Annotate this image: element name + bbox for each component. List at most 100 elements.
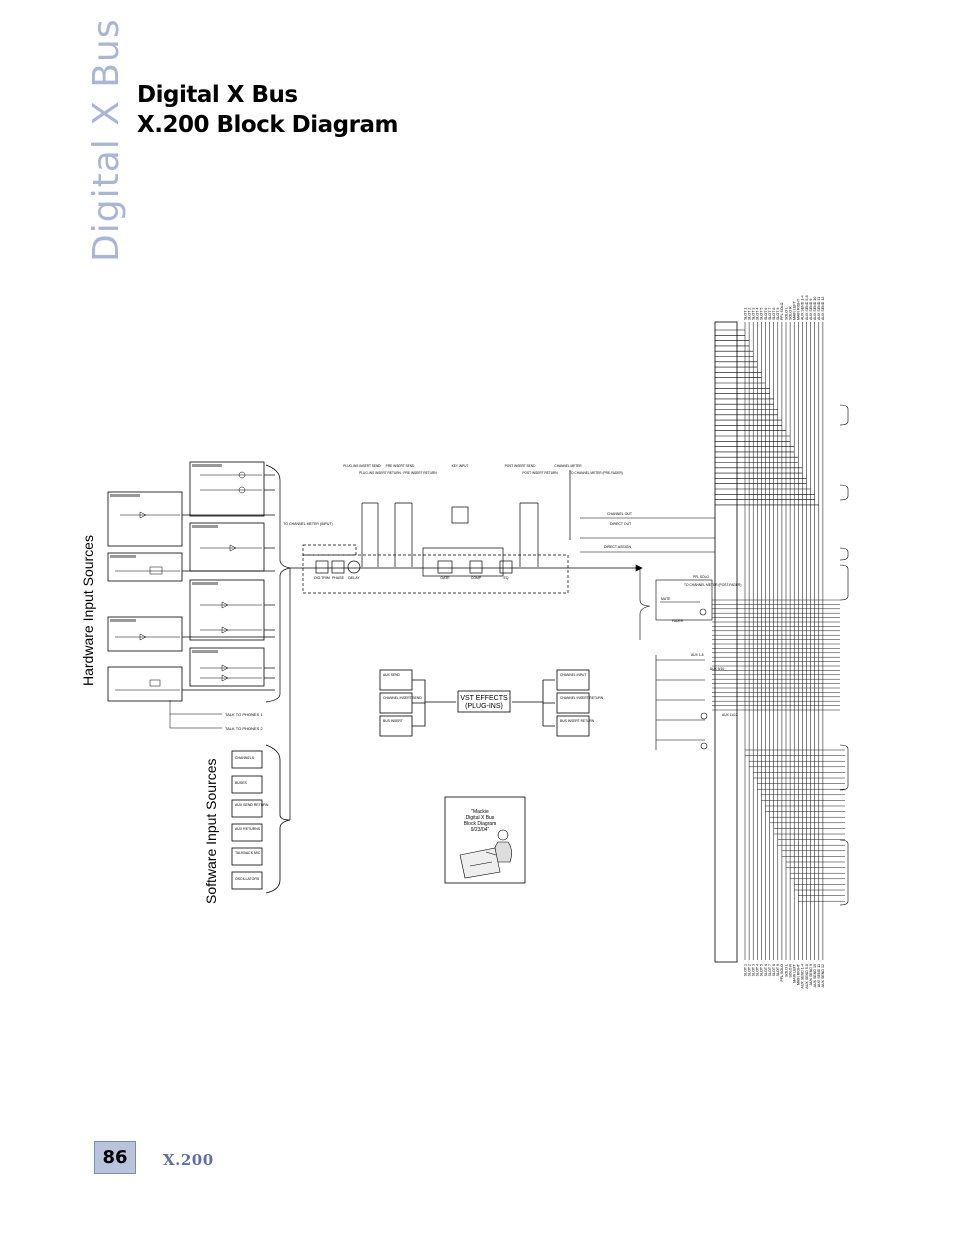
bus-label-bottom: SOLO L [784, 964, 788, 977]
bus-label-bottom: AUX SEND 12 [821, 964, 825, 987]
bus-label-top: SOLO R [788, 306, 792, 320]
bus-label-top: PFL SOLO [780, 302, 784, 320]
bus-label-bottom: AUX SEND 10 [813, 964, 817, 987]
bus-label-top: MAIN LEFT [793, 300, 797, 320]
bus-label-bottom: AUX SEND 1-4 [801, 964, 805, 989]
vst-in-1: AUX SEND [383, 673, 400, 677]
page-number: 86 [94, 1141, 136, 1174]
to-meter: TO CHANNEL METER (INPUT) [283, 522, 332, 526]
insert-label-6: POST INSERT SEND [505, 464, 537, 468]
bus-spine [714, 321, 738, 963]
bus-label-bottom: MAIN LEFT [793, 963, 797, 983]
bus-label-top: SLOT 5 [760, 308, 764, 320]
insert-label-8: CHANNEL METER [554, 464, 582, 468]
sw-block-4: AUX RETURNS [235, 827, 261, 831]
strip-gate: GATE [440, 576, 450, 580]
sw-block-1: CHANNELS [235, 756, 255, 760]
bus-label-bottom: SLOT 5 [760, 964, 764, 976]
fader-label-4: FADER [672, 619, 684, 623]
vst-in-2: CHANNEL INSERT SEND [383, 696, 422, 700]
bus-label-top: SLOT 7 [768, 308, 772, 320]
engineer-illustration [459, 829, 512, 879]
talk-outputs: TALK TO PHONES 1 TALK TO PHONES 2 [169, 700, 263, 731]
channel-strip [302, 470, 571, 594]
bus-label-top: AUX SEND 1-4 [801, 295, 805, 320]
bus-bracket [839, 484, 849, 501]
vst-in-3: BUS INSERT [383, 719, 403, 723]
bus-label-top: SLOT 2 [747, 308, 751, 320]
page-title: Digital X Bus X.200 Block Diagram [137, 80, 398, 140]
bus-label-bottom: SLOT 1 [743, 964, 747, 976]
bus-label-bottom: MAIN RIGHT [797, 963, 801, 985]
bus-label-top: AUX SEND 5-8 [805, 295, 809, 320]
sw-block-3: AUX SEND RETURN [235, 803, 269, 807]
bus-label-bottom: SLOT 2 [747, 964, 751, 976]
bus-label-top: SLOT 1 [743, 308, 747, 320]
hardware-internal [115, 471, 262, 691]
talk-output-2: TALK TO PHONES 2 [225, 726, 263, 731]
strip-comp: COMP [471, 576, 482, 580]
bus-label-bottom: SLOT 6 [764, 964, 768, 976]
insert-label-7: POST INSERT RETURN [522, 471, 558, 475]
bus-label-top: SLOT 6 [764, 308, 768, 320]
out-direct: DIRECT OUT [610, 522, 632, 526]
bus-label-top: AUX SEND 10 [813, 297, 817, 320]
note-line-4: 9/23/04" [471, 827, 490, 833]
software-blocks [231, 744, 291, 894]
vst-labels: VST EFFECTS (PLUG-INS) AUX SEND CHANNEL … [383, 673, 604, 723]
vst-out-2: CHANNEL INSERT RETURN [560, 696, 604, 700]
out-channel: CHANNEL OUT [607, 512, 633, 516]
hardware-blocks [107, 461, 265, 702]
fader-label-5: AUX 1-8 [691, 653, 704, 657]
fader-labels: PFL SOLO TO CHANNEL METER (POST-FADER) M… [661, 575, 742, 717]
hardware-label: Hardware Input Sources [80, 535, 96, 686]
page-number-text: 86 [102, 1147, 128, 1168]
vst-section [379, 669, 590, 737]
bus-bracket [839, 564, 849, 601]
strip-eq: EQ [503, 576, 508, 580]
bus-label-bottom: SLOT 9 [776, 964, 780, 976]
bus-label-bottom: PFL SOLO [780, 964, 784, 982]
bus-bracket [839, 547, 849, 561]
fader-section [655, 579, 713, 750]
strip-dig-trim: DIG TRIM [314, 576, 330, 580]
title-line-1: Digital X Bus [137, 82, 298, 108]
insert-labels: PLUG-INS INSERT SEND PLUG-INS INSERT RET… [343, 464, 622, 475]
bus-label-bottom: AUX SEND 5-8 [805, 964, 809, 989]
note-line-2: Digital X Bus [466, 815, 495, 821]
bus-label-bottom: SLOT 4 [756, 964, 760, 976]
strip-delay: DELAY [348, 576, 360, 580]
bus-label-top: AUX SEND 11 [817, 297, 821, 320]
software-block-labels: CHANNELS BUSES AUX SEND RETURN AUX RETUR… [235, 756, 269, 881]
bus-label-bottom: SLOT 7 [768, 964, 772, 976]
insert-label-3: PRE INSERT SEND [386, 464, 415, 468]
bus-label-bottom: SLOT 8 [772, 964, 776, 976]
product-name: X.200 [163, 1151, 214, 1169]
bus-bracket [839, 744, 849, 791]
bus-label-top: AUX SEND 12 [821, 297, 825, 320]
output-lines [580, 517, 715, 640]
fader-label-1: PFL SOLO [693, 575, 709, 579]
fader-label-7: AUX 11/12 [722, 713, 738, 717]
bus-bracket [839, 404, 849, 426]
insert-label-2: PLUG-INS INSERT RETURN [359, 471, 401, 475]
software-label: Software Input Sources [203, 758, 219, 904]
bus-label-top: AUX SEND 9 [809, 299, 813, 320]
bus-label-bottom: SOLO R [788, 964, 792, 978]
note-box: "Mackie Digital X Bus Block Diagram 9/23… [444, 796, 526, 884]
out-assign: DIRECT ASSIGN [604, 545, 631, 549]
bus-label-top: SLOT 9 [776, 308, 780, 320]
bus-label-bottom: SLOT 3 [752, 964, 756, 976]
bus-bracket [839, 839, 849, 906]
bus-label-top: SLOT 3 [752, 308, 756, 320]
fader-label-2: TO CHANNEL METER (POST-FADER) [684, 583, 742, 587]
fader-label-3: MUTE [661, 597, 671, 601]
sw-block-6: OSCILLATORS [235, 877, 260, 881]
strip-phase: PHASE [332, 576, 345, 580]
bus-label-top: SLOT 4 [756, 308, 760, 320]
sw-block-2: BUSES [235, 781, 248, 785]
talk-output-1: TALK TO PHONES 1 [225, 712, 263, 717]
vst-out-3: BUS INSERT RETURN [560, 719, 595, 723]
output-labels: CHANNEL OUT DIRECT OUT DIRECT ASSIGN [604, 512, 633, 549]
